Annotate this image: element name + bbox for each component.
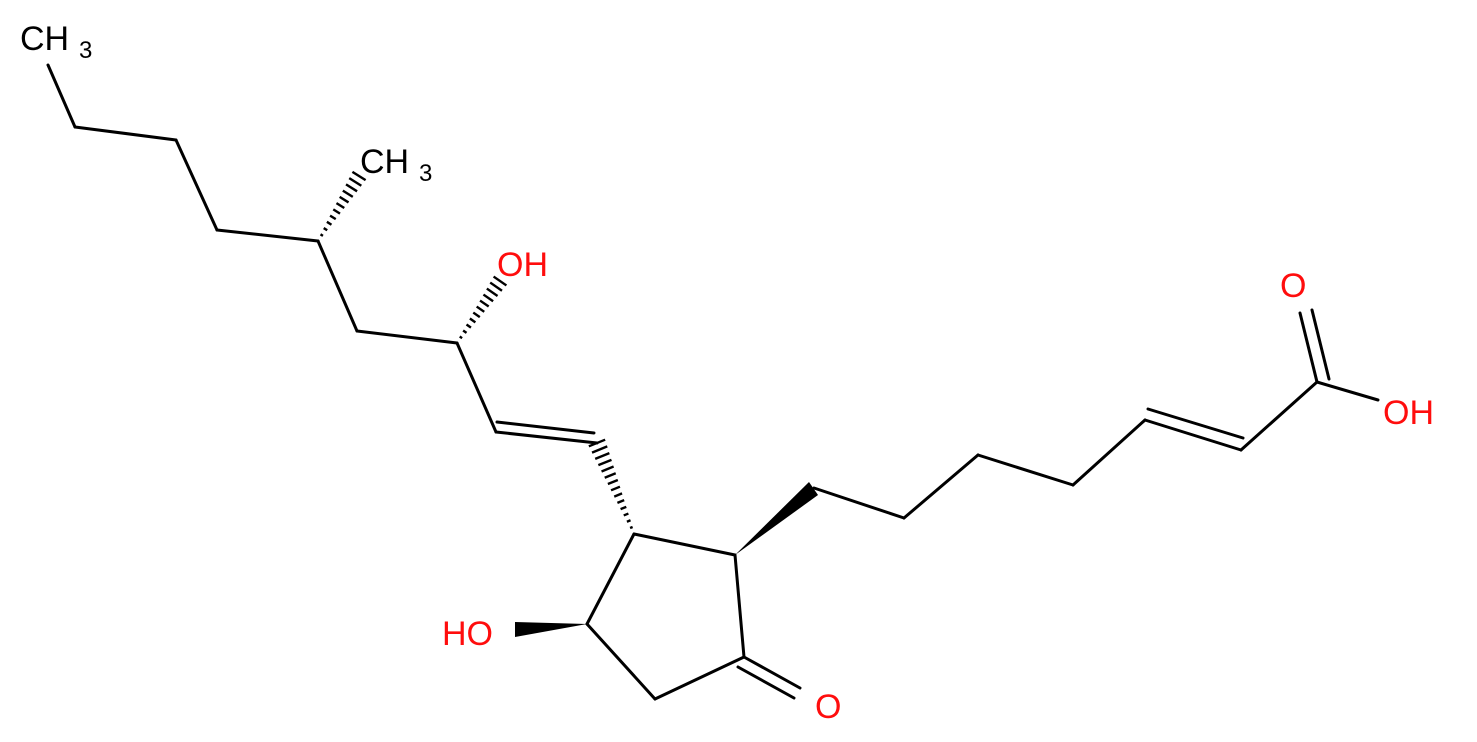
hash-stroke (345, 183, 358, 193)
hash-stroke (459, 335, 463, 340)
label-ch3-branch-subscript: 3 (419, 160, 432, 187)
hash-stroke (479, 299, 490, 308)
hash-stroke (588, 438, 606, 448)
hash-stroke (492, 275, 508, 287)
hash-stroke (462, 329, 468, 334)
label-ch3-top-subscript: 3 (79, 37, 92, 64)
label-o-ketone: O (815, 688, 841, 726)
hash-stroke (616, 499, 625, 504)
hash-stroke (319, 233, 324, 237)
solid-wedge-alpha-chain (735, 482, 818, 555)
hash-stroke (597, 458, 612, 467)
label-oh-chain: OH (497, 246, 548, 284)
hash-stroke (326, 220, 333, 226)
bond-c14-c13 (455, 341, 498, 434)
label-oh-acid: OH (1383, 394, 1434, 432)
hash-stroke (351, 170, 367, 182)
hash-stroke (323, 227, 328, 232)
hash-stroke (472, 311, 481, 319)
bond-c17-c16 (215, 228, 320, 243)
solid-wedge-ring-oh (515, 622, 587, 637)
hash-stroke (482, 293, 494, 303)
bond-c2-c1 (1239, 380, 1319, 452)
bond-c19-c18 (73, 125, 178, 142)
label-ch3-branch: CH (360, 143, 409, 181)
hash-stroke (623, 512, 629, 517)
hash-stroke (465, 323, 472, 329)
hash-stroke (610, 485, 621, 492)
label-o-acid-carbonyl: O (1280, 267, 1306, 305)
bond-c4-c3 (1071, 418, 1147, 487)
label-ch3-top: CH (20, 20, 69, 58)
bond-c18-c17 (174, 138, 219, 232)
hash-stroke (332, 208, 341, 215)
bond-c15-c14 (355, 329, 459, 345)
bond-acid-co-2 (1310, 308, 1331, 381)
hash-stroke (591, 445, 608, 454)
bond-c13-c12 (494, 430, 599, 445)
bond-ring-c11-c8 (733, 553, 746, 659)
hash-stroke (620, 505, 627, 511)
hash-stroke (316, 239, 320, 243)
hash-stroke (604, 472, 617, 479)
hash-stroke (607, 478, 619, 486)
hash-stroke (339, 195, 350, 204)
bond-acid-coh (1315, 380, 1380, 402)
hash-stroke (613, 492, 623, 498)
hash-stroke (469, 317, 477, 324)
bond-c13-c12-second (495, 420, 596, 435)
hash-stroke (489, 281, 503, 292)
bond-c5-c4 (976, 453, 1075, 487)
hash-stroke (455, 341, 459, 345)
hash-stroke (486, 287, 499, 297)
label-ho-ring: HO (442, 615, 493, 653)
hash-stroke (475, 305, 485, 313)
hash-stroke (342, 189, 354, 198)
hash-stroke (594, 452, 610, 460)
bond-ring-c10-c11 (653, 655, 746, 701)
bond-c6-c5 (902, 453, 980, 520)
bond-c7-c6 (812, 486, 906, 520)
bond-acid-co-1 (1298, 311, 1319, 384)
bond-ring-c8-c12 (632, 532, 737, 557)
hashed-wedge-oh (455, 275, 508, 345)
bond-ketone-2 (736, 665, 796, 700)
hash-stroke (335, 202, 345, 210)
bond-c3-c2 (1143, 418, 1243, 452)
hashed-wedge-methyl (316, 170, 367, 243)
bond-ketone-1 (742, 655, 802, 690)
hash-stroke (329, 214, 337, 221)
bond-c16-c15 (316, 239, 359, 333)
hash-stroke (626, 519, 631, 523)
bond-ring-c9-c10 (585, 622, 657, 701)
bond-c3-c2-second (1146, 407, 1245, 440)
hash-stroke (601, 465, 615, 473)
hashed-wedge-ring-chain (588, 438, 636, 536)
hash-stroke (348, 177, 362, 187)
bond-ring-c12-c9 (585, 532, 636, 626)
bond-c20-c19 (46, 63, 77, 129)
hash-stroke (629, 525, 634, 530)
